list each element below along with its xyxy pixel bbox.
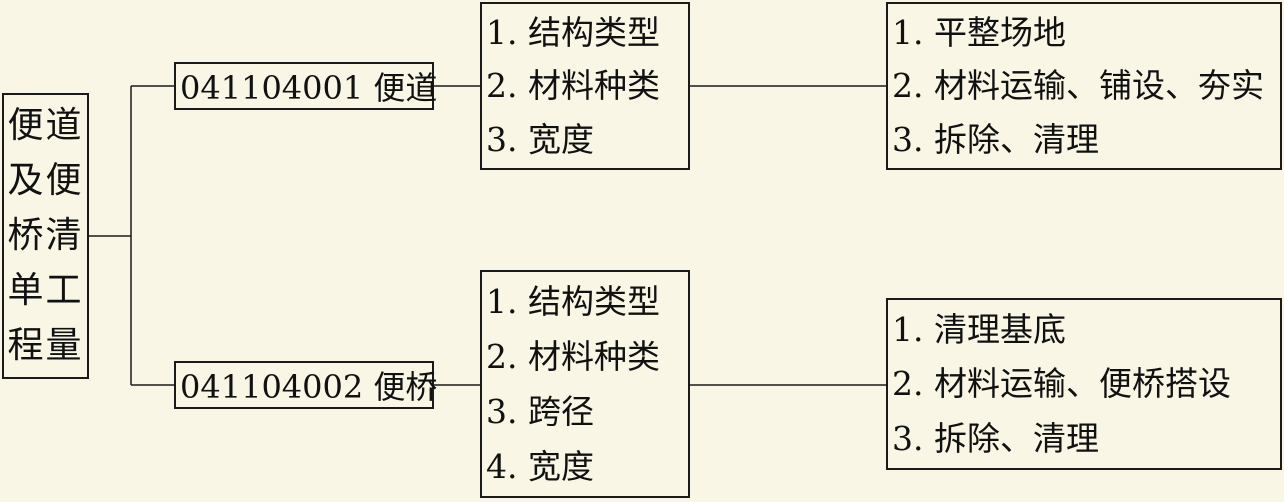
work-item: 2. 材料运输、便桥搭设 — [892, 364, 1231, 404]
work-item: 2. 材料运输、铺设、夯实 — [892, 66, 1264, 106]
root-label-line: 桥清 — [7, 214, 84, 256]
work-item: 3. 拆除、清理 — [892, 119, 1099, 159]
work-item: 1. 平整场地 — [892, 13, 1066, 53]
feature-item: 2. 材料种类 — [486, 66, 660, 106]
feature-item: 2. 材料种类 — [486, 337, 660, 376]
item-code-node: 041104002 便桥 — [174, 361, 438, 409]
feature-item: 4. 宽度 — [486, 447, 594, 486]
feature-item: 1. 结构类型 — [486, 13, 660, 53]
root-label-line: 及便 — [7, 160, 84, 202]
item-code-label: 041104001 便道 — [180, 69, 438, 107]
work-content-list: 1. 平整场地 2. 材料运输、铺设、夯实 3. 拆除、清理 — [886, 2, 1282, 170]
item-code-node: 041104001 便道 — [174, 62, 438, 110]
feature-item: 3. 跨径 — [486, 392, 594, 431]
work-item: 1. 清理基底 — [892, 309, 1066, 349]
work-item: 3. 拆除、清理 — [892, 419, 1099, 459]
root-node: 便道 及便 桥清 单工 程量 — [2, 93, 89, 379]
root-label-line: 便道 — [7, 105, 84, 147]
root-label-line: 程量 — [7, 324, 84, 366]
feature-item: 1. 结构类型 — [486, 282, 660, 321]
features-list: 1. 结构类型 2. 材料种类 3. 跨径 4. 宽度 — [480, 270, 690, 498]
features-list: 1. 结构类型 2. 材料种类 3. 宽度 — [480, 2, 690, 170]
item-code-label: 041104002 便桥 — [180, 368, 438, 406]
root-label-line: 单工 — [7, 269, 84, 311]
work-content-list: 1. 清理基底 2. 材料运输、便桥搭设 3. 拆除、清理 — [886, 298, 1282, 470]
feature-item: 3. 宽度 — [486, 119, 594, 159]
